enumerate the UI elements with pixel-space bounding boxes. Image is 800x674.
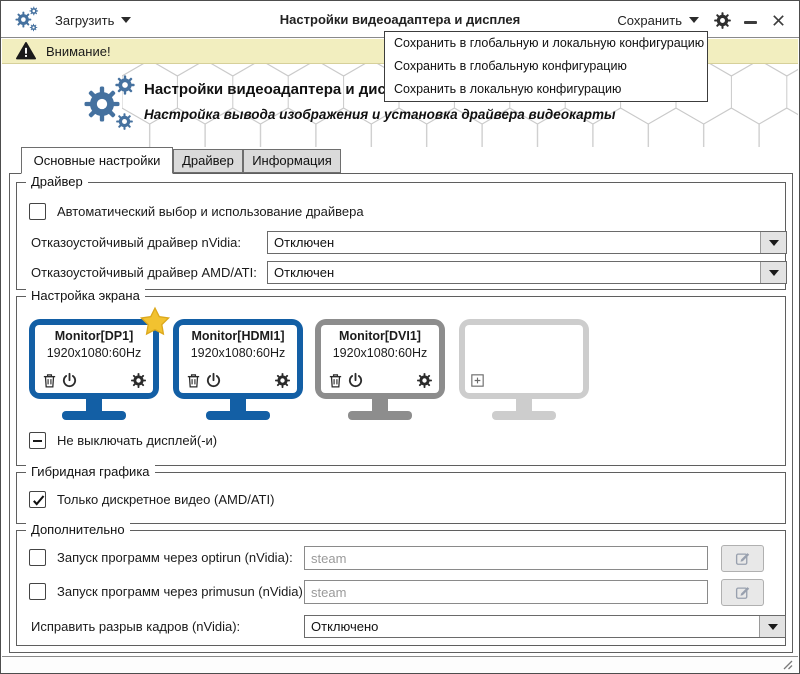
nvidia-failsafe-select[interactable]: Отключен [267, 231, 787, 254]
monitor-card-empty[interactable] [459, 319, 589, 423]
save-dropdown-menu: Сохранить в глобальную и локальную конфи… [384, 31, 708, 102]
group-screen-legend: Настройка экрана [26, 288, 145, 303]
monitor-settings-icon[interactable] [416, 372, 433, 389]
warning-text: Внимание! [46, 43, 111, 59]
close-button[interactable] [767, 9, 789, 31]
check-icon [31, 493, 46, 508]
discrete-only-checkbox[interactable] [29, 491, 46, 508]
tab-information[interactable]: Информация [243, 149, 341, 173]
load-button-label: Загрузить [55, 12, 115, 28]
primusun-label: Запуск программ через primusun (nVidia): [57, 584, 307, 599]
close-icon [771, 13, 786, 28]
monitor-settings-icon[interactable] [274, 372, 291, 389]
auto-driver-checkbox[interactable] [29, 203, 46, 220]
optirun-label: Запуск программ через optirun (nVidia): [57, 550, 293, 565]
page-subtitle: Настройка вывода изображения и установка… [144, 107, 616, 122]
group-extra: Дополнительно Запуск программ через opti… [16, 522, 786, 646]
tearfix-select[interactable]: Отключено [304, 615, 786, 638]
keep-display-on-checkbox[interactable] [29, 432, 46, 449]
power-monitor-icon[interactable] [347, 372, 364, 389]
indeterminate-mark [33, 440, 42, 443]
tearfix-label: Исправить разрыв кадров (nVidia): [31, 619, 241, 634]
app-logo-gears-icon [11, 6, 43, 34]
resize-grip[interactable] [781, 658, 793, 670]
monitor-resolution: 1920x1080:60Hz [190, 346, 286, 360]
monitor-card-dvi1[interactable]: Monitor[DVI1] 1920x1080:60Hz [315, 319, 445, 423]
load-button[interactable]: Загрузить [55, 9, 132, 31]
chevron-down-icon [768, 269, 779, 276]
amd-failsafe-label: Отказоустойчивый драйвер AMD/ATI: [31, 265, 257, 280]
group-hybrid: Гибридная графика Только дискретное виде… [16, 464, 786, 524]
save-button[interactable]: Сохранить [617, 9, 699, 31]
tearfix-value: Отключено [311, 619, 379, 634]
monitor-card-hdmi1[interactable]: Monitor[HDMI1] 1920x1080:60Hz [173, 319, 303, 423]
monitor-stand-base [206, 411, 270, 420]
delete-monitor-icon[interactable] [185, 372, 202, 389]
status-bar [2, 656, 798, 673]
chevron-down-icon [768, 239, 779, 246]
gear-icon [713, 11, 732, 30]
nvidia-failsafe-label: Отказоустойчивый драйвер nVidia: [31, 235, 241, 250]
monitor-card-dp1[interactable]: Monitor[DP1] 1920x1080:60Hz [29, 319, 159, 423]
primusun-input[interactable] [304, 580, 708, 604]
group-driver: Драйвер Автоматический выбор и использов… [16, 174, 787, 290]
amd-failsafe-select[interactable]: Отключен [267, 261, 787, 284]
optirun-edit-button[interactable] [721, 545, 764, 572]
delete-monitor-icon[interactable] [327, 372, 344, 389]
chevron-down-icon [689, 17, 699, 23]
tab-main-settings[interactable]: Основные настройки [21, 147, 173, 174]
select-arrow-button [760, 262, 786, 283]
minimize-icon [743, 20, 757, 24]
group-screen: Настройка экрана Monitor[DP1] 1920x1080:… [16, 288, 786, 466]
primusun-edit-button[interactable] [721, 579, 764, 606]
monitor-stand-base [492, 411, 556, 420]
monitor-stand [86, 399, 102, 413]
settings-gear-button[interactable] [711, 9, 733, 31]
warning-icon [15, 41, 37, 61]
monitor-stand [516, 399, 532, 413]
primusun-checkbox[interactable] [29, 583, 46, 600]
minimize-button[interactable] [739, 9, 761, 31]
monitor-name: Monitor[HDMI1] [191, 329, 285, 343]
window-title: Настройки видеоадаптера и дисплея [279, 12, 521, 27]
monitor-settings-icon[interactable] [130, 372, 147, 389]
monitor-stand [230, 399, 246, 413]
discrete-only-label: Только дискретное видео (AMD/ATI) [57, 492, 275, 507]
monitor-stand [372, 399, 388, 413]
group-hybrid-legend: Гибридная графика [26, 464, 155, 479]
amd-failsafe-value: Отключен [274, 265, 335, 280]
chevron-down-icon [121, 17, 132, 23]
optirun-checkbox[interactable] [29, 549, 46, 566]
optirun-input[interactable] [304, 546, 708, 570]
select-arrow-button [759, 616, 785, 637]
power-monitor-icon[interactable] [61, 372, 78, 389]
monitor-name: Monitor[DVI1] [339, 329, 421, 343]
save-button-label: Сохранить [617, 12, 682, 28]
power-monitor-icon[interactable] [205, 372, 222, 389]
keep-display-on-label: Не выключать дисплей(-и) [57, 433, 218, 448]
tab-driver[interactable]: Драйвер [173, 149, 243, 173]
monitor-resolution: 1920x1080:60Hz [332, 346, 428, 360]
main-panel: Драйвер Автоматический выбор и использов… [9, 173, 793, 653]
menu-item-save-global[interactable]: Сохранить в глобальную конфигурацию [394, 59, 627, 73]
monitor-stand-base [62, 411, 126, 420]
select-arrow-button [760, 232, 786, 253]
monitor-stand-base [348, 411, 412, 420]
menu-item-save-local[interactable]: Сохранить в локальную конфигурацию [394, 82, 622, 96]
chevron-down-icon [767, 623, 778, 630]
delete-monitor-icon[interactable] [41, 372, 58, 389]
monitor-resolution: 1920x1080:60Hz [46, 346, 142, 360]
menu-item-save-global-local[interactable]: Сохранить в глобальную и локальную конфи… [394, 36, 705, 50]
nvidia-failsafe-value: Отключен [274, 235, 335, 250]
add-monitor-icon[interactable] [469, 372, 486, 389]
primary-monitor-star-icon [139, 306, 171, 338]
auto-driver-label: Автоматический выбор и использование дра… [57, 204, 364, 219]
group-driver-legend: Драйвер [26, 174, 88, 189]
pencil-icon [734, 550, 752, 568]
header-gears-icon [82, 74, 138, 136]
monitor-name: Monitor[DP1] [54, 329, 134, 343]
group-extra-legend: Дополнительно [26, 522, 130, 537]
page-title: Настройки видеоадаптера и дисплея [144, 81, 422, 98]
pencil-icon [734, 584, 752, 602]
